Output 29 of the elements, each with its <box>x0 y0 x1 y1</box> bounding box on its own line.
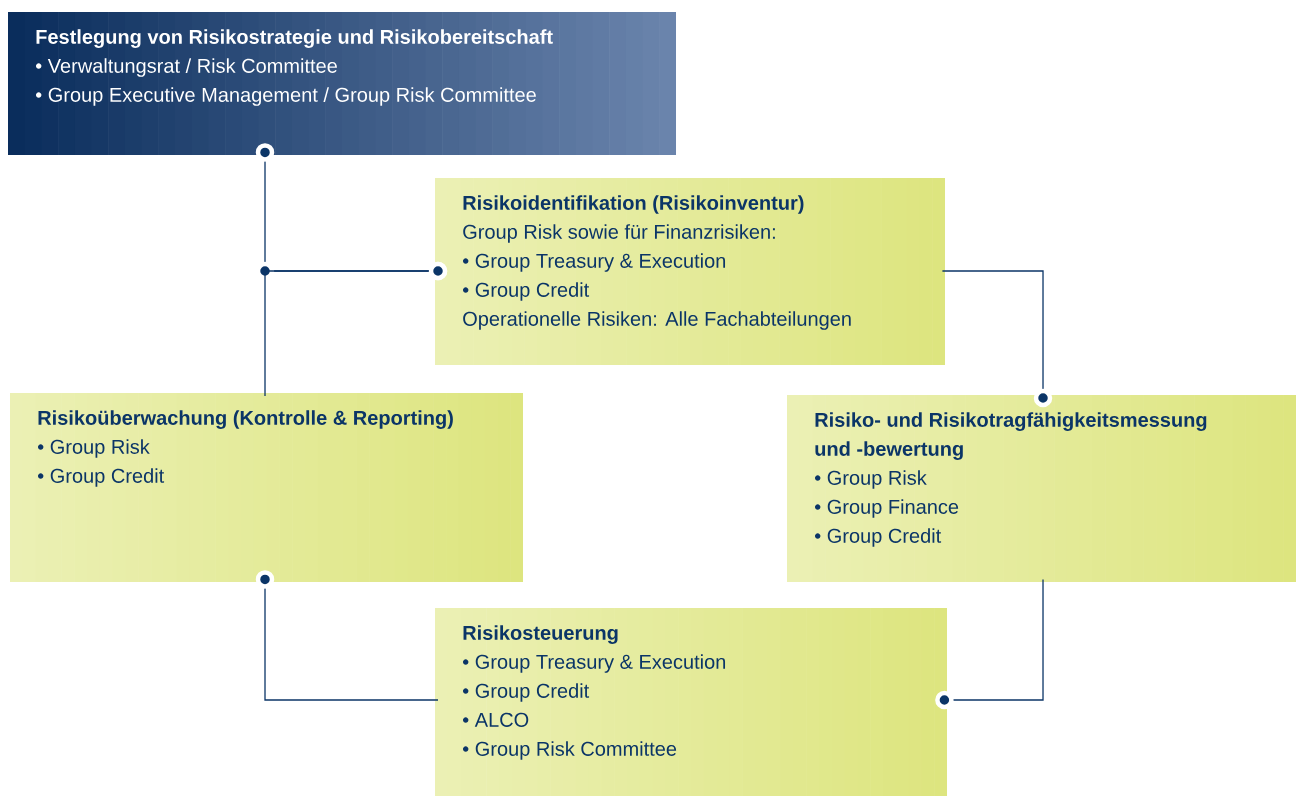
node-label: • Group Credit <box>37 468 165 487</box>
node-label: Operationelle Risiken: Alle Fachabteilungen <box>463 311 851 330</box>
node-label: • Group Credit <box>462 282 590 301</box>
node-label: • Group Credit <box>814 528 942 547</box>
process-box: Risikosteuerung • Group Treasury & Execution • Group Credit • ALCO • Group Risk Committee <box>435 608 947 796</box>
node-label: Festlegung von Risikostrategie und Risikobereitschaft <box>36 29 553 48</box>
node-label: • Group Finance <box>814 499 959 518</box>
connector <box>264 261 448 397</box>
node-label: • Group Risk <box>814 470 927 489</box>
connector <box>935 578 1044 710</box>
process-box: Festlegung von Risikostrategie und Risikobereitschaft • Verwaltungsrat / Risk Committee • Group Executive Management / Group Risk Committee <box>8 12 676 155</box>
node-label: • Verwaltungsrat / Risk Committee <box>35 58 337 77</box>
node-label: • Group Treasury & Execution <box>462 253 726 272</box>
connector <box>255 570 439 701</box>
node-label: Risikosteuerung <box>463 625 618 644</box>
node-label: • Group Treasury & Execution <box>462 654 726 673</box>
node-label: Risikoüberwachung (Kontrolle & Reporting) <box>38 410 453 429</box>
node-label: Risiko- und Risikotragfähigkeitsmessung und -bewertung <box>815 412 1207 460</box>
node-label: • Group Credit <box>462 683 590 702</box>
node-label: Risikoidentifikation (Risikoinventur) <box>463 195 804 214</box>
process-box: Risiko- und Risikotragfähigkeitsmessung und -bewertung • Group Risk • Group Finance • Group Credit <box>787 395 1296 582</box>
node-label: Group Risk sowie für Finanzrisiken: <box>463 224 775 243</box>
connector <box>941 270 1053 408</box>
node-label: • Group Executive Management / Group Risk Committee <box>35 87 536 106</box>
node-label: • Group Risk <box>37 439 150 458</box>
process-box: Risikoidentifikation (Risikoinventur) Group Risk sowie für Finanzrisiken: • Group Treasury & Execution • Group Credit Operationelle Risiken: Alle Fachabteilungen <box>435 178 945 365</box>
node-label: • ALCO <box>462 712 529 727</box>
process-box: Risikoüberwachung (Kontrolle & Reporting) • Group Risk • Group Credit <box>10 393 523 582</box>
node-label: • Group Risk Committee <box>462 741 677 760</box>
